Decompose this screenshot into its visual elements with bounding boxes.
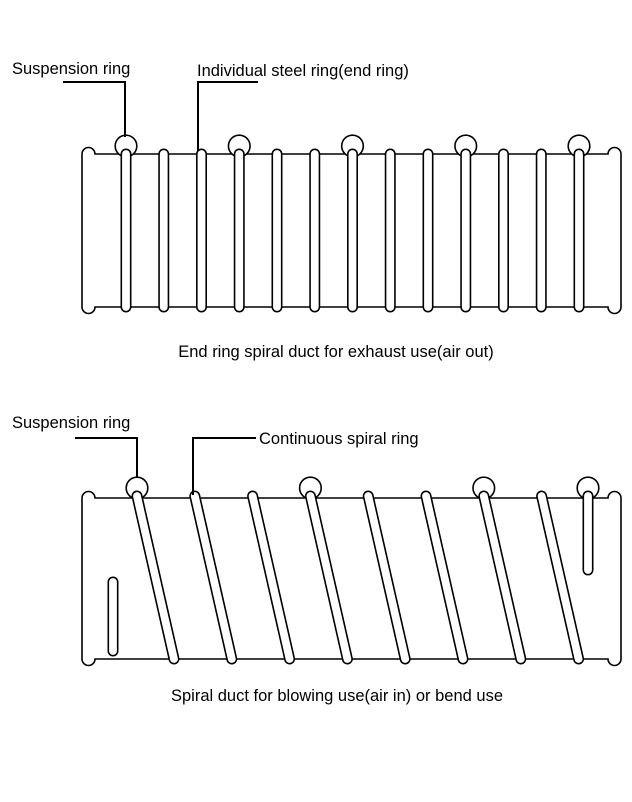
top-duct-diagram: Suspension ring Individual steel ring(en… [12, 60, 622, 361]
spiral-ring [189, 490, 238, 665]
top-caption: End ring spiral duct for exhaust use(air… [178, 343, 494, 361]
label-suspension-ring-bottom: Suspension ring [12, 414, 130, 432]
leader-line-suspension-ring-top [63, 81, 126, 137]
leader-line-suspension-ring-bottom [75, 437, 138, 478]
bottom-duct-diagram: Suspension ring Continuous spiral ring S… [12, 414, 622, 705]
label-end-ring: Individual steel ring(end ring) [197, 62, 409, 80]
top-end-rings [120, 148, 585, 313]
bottom-duct-body [81, 490, 622, 667]
spiral-ring [362, 490, 411, 665]
bottom-spiral-rings [107, 490, 594, 665]
spiral-ring [536, 490, 585, 665]
label-spiral-ring: Continuous spiral ring [259, 430, 419, 448]
bottom-caption: Spiral duct for blowing use(air in) or b… [171, 687, 503, 705]
leader-line-spiral-ring [192, 437, 256, 495]
spiral-ring [420, 490, 469, 665]
label-suspension-ring-top: Suspension ring [12, 60, 130, 78]
spiral-ring [478, 490, 527, 665]
spiral-ring [131, 490, 180, 665]
leader-line-end-ring [197, 81, 258, 151]
spiral-ring [304, 490, 353, 665]
spiral-ring [247, 490, 296, 665]
